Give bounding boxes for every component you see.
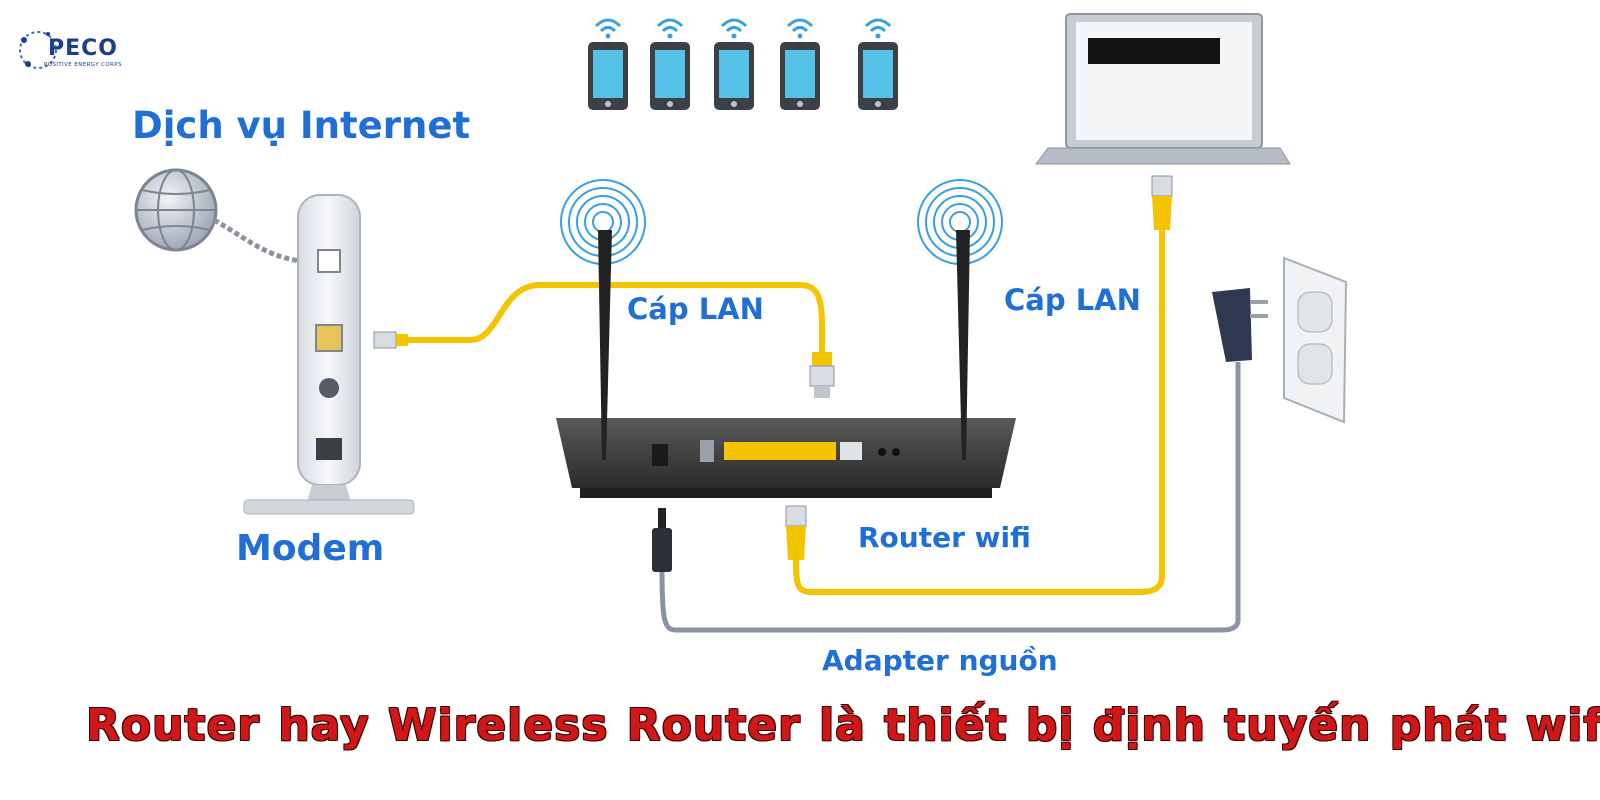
logo-tagline: POSITIVE ENERGY CORPS	[44, 62, 122, 68]
label-router-wifi: Router wifi	[858, 521, 1031, 554]
phone-icon	[780, 18, 820, 110]
label-lan-cable-1: Cáp LAN	[627, 292, 764, 326]
phone-icon	[858, 18, 898, 110]
power-cable	[659, 362, 1241, 633]
lan-cable-laptop-router	[793, 230, 1165, 595]
lan-cable-modem-router	[400, 282, 826, 361]
logo-name: PECO	[48, 36, 118, 61]
label-power-adapter: Adapter nguồn	[822, 644, 1058, 677]
label-lan-cable-2: Cáp LAN	[1004, 283, 1141, 317]
phone-icon	[588, 18, 628, 110]
peco-logo: PECO POSITIVE ENERGY CORPS	[18, 26, 138, 82]
phone-icon	[650, 18, 690, 110]
wall-outlet-icon	[1283, 256, 1348, 424]
router-device	[556, 230, 1016, 498]
modem-device	[243, 194, 415, 515]
label-modem: Modem	[236, 528, 385, 569]
rj45-connector	[373, 331, 835, 398]
label-internet-service: Dịch vụ Internet	[132, 104, 471, 147]
power-adapter-icon	[1212, 288, 1268, 362]
globe-icon	[134, 168, 218, 252]
logo-mark-icon	[19, 31, 57, 69]
rj45-connector	[785, 175, 1173, 560]
laptop-icon	[1035, 13, 1291, 165]
phone-icon	[714, 18, 754, 110]
caption-title: Router hay Wireless Router là thiết bị đ…	[86, 700, 1600, 751]
phone-icon-row	[588, 18, 898, 110]
dc-plug-icon	[652, 508, 672, 572]
